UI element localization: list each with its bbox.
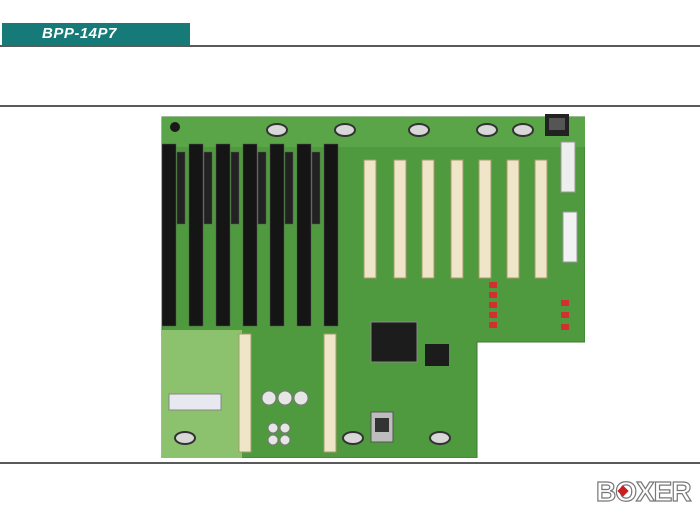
middle-divider — [0, 105, 700, 107]
bottom-divider — [0, 462, 700, 464]
title-bar — [2, 23, 190, 45]
logo-text: BOXER — [596, 476, 691, 507]
boxer-logo: BOXER — [595, 475, 693, 507]
page-title: BPP-14P7 — [42, 25, 117, 42]
backplane-board-image — [161, 114, 585, 458]
top-divider — [0, 45, 700, 47]
